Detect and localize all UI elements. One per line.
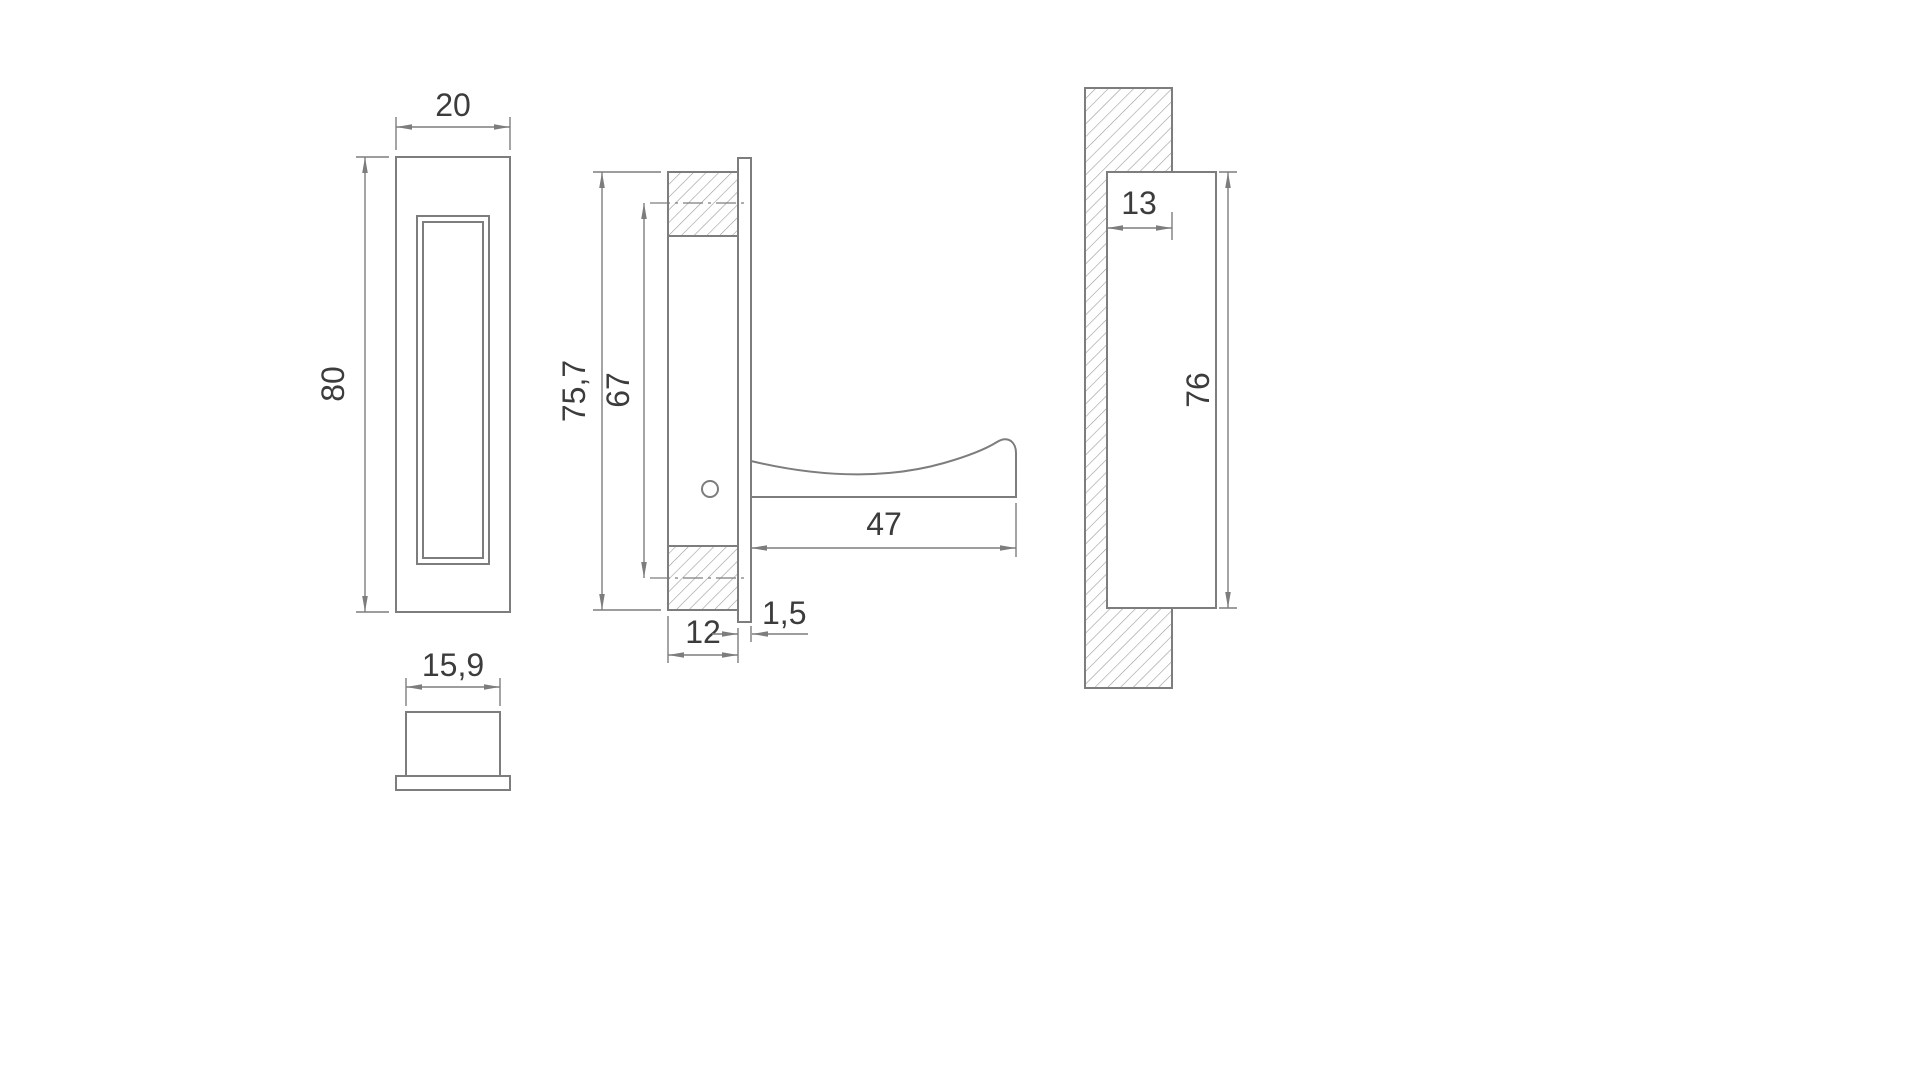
front-inset-rect-outer — [416, 215, 490, 565]
side-body-rect — [667, 171, 739, 611]
dim-side-inner-height-label: 67 — [600, 372, 636, 408]
recess-pocket-rect — [1106, 171, 1217, 609]
side-section-view: 75,7 67 47 12 1,5 — [556, 157, 1017, 663]
dim-plate-thickness: 1,5 — [712, 595, 808, 642]
dim-side-inner-height: 67 — [600, 203, 647, 578]
dim-front-width-label: 20 — [435, 87, 471, 123]
dim-plate-thickness-label: 1,5 — [762, 595, 806, 631]
dim-recess-depth-label: 13 — [1121, 185, 1157, 221]
bottom-cup-rect — [405, 711, 501, 777]
bottom-flange-rect — [395, 775, 511, 791]
dim-hook-length: 47 — [751, 503, 1017, 557]
dim-front-width: 20 — [395, 87, 511, 150]
dim-side-body-width-label: 12 — [685, 614, 721, 650]
dim-front-height-label: 80 — [315, 366, 351, 402]
dim-recess-depth: 13 — [1107, 185, 1173, 240]
hook-arm-profile — [750, 438, 1017, 498]
dim-side-total-height-label: 75,7 — [556, 360, 592, 422]
front-view: 20 80 — [315, 87, 511, 613]
dim-bottom-width-label: 15,9 — [422, 647, 484, 683]
dim-front-height: 80 — [315, 156, 389, 613]
dim-recess-height-label: 76 — [1180, 372, 1216, 408]
screw-hole-circle — [701, 480, 719, 498]
front-outer-rect — [395, 156, 511, 613]
dim-recess-height: 76 — [1180, 171, 1237, 609]
bottom-view: 15,9 — [395, 647, 511, 791]
dim-hook-length-label: 47 — [866, 506, 902, 542]
side-flange-plate-rect — [737, 157, 752, 623]
dim-side-body-width: 12 — [667, 614, 739, 663]
dim-bottom-width: 15,9 — [405, 647, 501, 706]
front-inset-rect-inner — [422, 221, 484, 559]
wall-installation-view: 13 76 — [1084, 87, 1237, 689]
top-hatch-area — [669, 173, 737, 235]
dim-side-total-height: 75,7 — [556, 171, 661, 611]
